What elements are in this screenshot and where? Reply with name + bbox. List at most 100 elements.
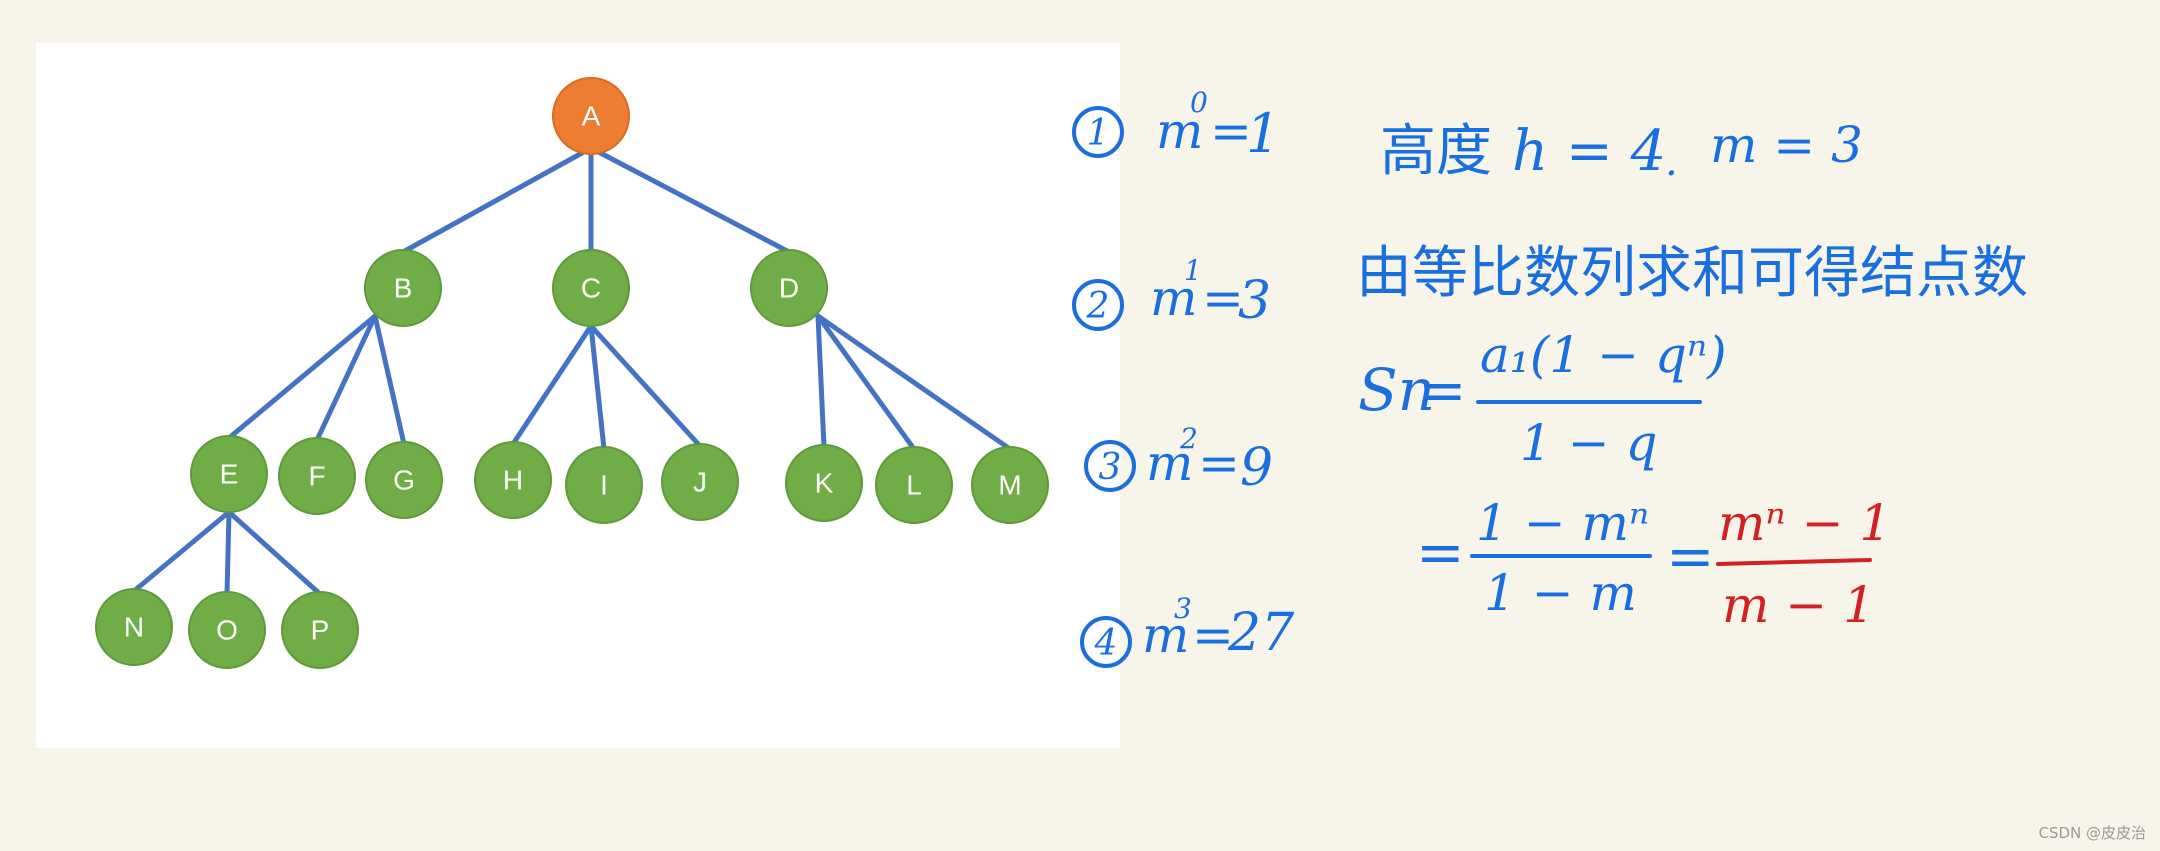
level-2-annotation: 2 m 1 = 3 (1072, 254, 1271, 331)
level-1-exp: 0 (1190, 86, 1208, 119)
tree-edges (131, 145, 1013, 597)
level-4-annotation: 4 m 3 = 27 (1080, 592, 1295, 668)
sn-lhs: Sn (1358, 356, 1435, 424)
height-label: 高度 (1380, 119, 1492, 184)
edge-E-O (224, 509, 232, 597)
sn-denominator: 1 − q (1520, 414, 1658, 472)
node-label-C: C (581, 273, 601, 304)
node-O: O (188, 591, 266, 669)
node-L: L (875, 446, 953, 524)
level-2-exp: 1 (1184, 254, 1202, 287)
method-text: 由等比数列求和可得结点数 (1356, 241, 2028, 306)
node-P: P (281, 591, 359, 669)
node-circle-B (364, 249, 442, 327)
node-G: G (365, 441, 443, 519)
node-circle-K (785, 444, 863, 522)
level-3-annotation: 3 m 2 = 9 (1084, 422, 1273, 498)
node-circle-F (278, 437, 356, 515)
level-2-base: m (1150, 269, 1197, 327)
node-circle-A (552, 77, 630, 155)
derivation: 高度 h = 4 . m = 3 由等比数列求和可得结点数 Sn = a₁(1 … (1356, 116, 2028, 634)
edge-A-B (400, 145, 594, 255)
node-circle-L (875, 446, 953, 524)
separator-dot: . (1665, 139, 1678, 185)
node-N: N (95, 588, 173, 666)
node-circle-G (365, 441, 443, 519)
node-circle-J (661, 443, 739, 521)
tree-nodes: A B C D E F G H I J K L M N O P (95, 77, 1049, 669)
sn-eq: = (1418, 356, 1467, 424)
node-D: D (750, 249, 828, 327)
result-eq: = (1666, 522, 1715, 590)
node-circle-H (474, 441, 552, 519)
step2-denominator: 1 − m (1484, 564, 1637, 622)
node-I: I (565, 446, 643, 524)
sn-numerator: a₁(1 − qⁿ) (1480, 326, 1727, 384)
node-circle-C (552, 249, 630, 327)
level-2-circle (1072, 279, 1124, 331)
level-3-exp: 2 (1179, 422, 1198, 455)
height-expr: h = 4 (1512, 119, 1666, 184)
level-4-index: 4 (1094, 623, 1118, 664)
node-label-H: H (503, 465, 523, 496)
result-denominator: m − 1 (1722, 576, 1875, 634)
level-4-base: m (1142, 606, 1189, 664)
node-label-G: G (393, 465, 415, 496)
edge-D-M (815, 313, 1013, 452)
result-numerator: mⁿ − 1 (1718, 494, 1891, 552)
node-F: F (278, 437, 356, 515)
watermark: CSDN @皮皮治 (2038, 824, 2146, 842)
node-label-O: O (216, 615, 238, 646)
node-circle-M (971, 446, 1049, 524)
node-label-M: M (998, 470, 1021, 501)
step2-numerator: 1 − mⁿ (1476, 494, 1649, 552)
edge-E-N (131, 509, 232, 594)
node-label-B: B (394, 273, 413, 304)
node-M: M (971, 446, 1049, 524)
level-1-index: 1 (1087, 113, 1110, 154)
level-3-index: 3 (1099, 447, 1122, 488)
node-circle-D (750, 249, 828, 327)
level-1-base: m (1156, 102, 1203, 160)
node-E: E (190, 435, 268, 513)
node-circle-O (188, 591, 266, 669)
node-C: C (552, 249, 630, 327)
level-2-eq: = (1202, 269, 1244, 327)
node-A: A (552, 77, 630, 155)
node-label-K: K (815, 468, 834, 499)
node-circle-P (281, 591, 359, 669)
node-label-I: I (600, 470, 608, 501)
m-expr: m = 3 (1710, 116, 1863, 174)
level-3-value: 9 (1240, 438, 1273, 498)
node-label-F: F (308, 461, 325, 492)
node-label-J: J (693, 467, 707, 498)
edge-C-I (588, 323, 607, 452)
edge-B-G (372, 313, 407, 447)
node-label-P: P (311, 615, 330, 646)
node-label-A: A (582, 101, 601, 132)
level-4-exp: 3 (1174, 592, 1192, 625)
node-K: K (785, 444, 863, 522)
step2-eq: = (1416, 518, 1465, 586)
node-H: H (474, 441, 552, 519)
level-1-eq: = (1210, 102, 1252, 160)
node-label-L: L (906, 470, 922, 501)
edge-B-F (314, 313, 378, 443)
edge-A-D (588, 145, 792, 255)
node-J: J (661, 443, 739, 521)
level-3-eq: = (1198, 434, 1240, 492)
node-label-D: D (779, 273, 799, 304)
node-label-N: N (124, 612, 144, 643)
level-4-eq: = (1192, 606, 1234, 664)
level-1-circle (1072, 106, 1124, 158)
level-2-value: 3 (1238, 271, 1271, 331)
edge-D-K (815, 313, 827, 450)
level-2-index: 2 (1086, 286, 1110, 327)
result-fraction-bar (1716, 558, 1872, 566)
level-4-value: 27 (1227, 603, 1295, 663)
edge-C-J (588, 323, 703, 449)
level-4-circle (1080, 616, 1132, 668)
edge-D-L (815, 313, 917, 452)
